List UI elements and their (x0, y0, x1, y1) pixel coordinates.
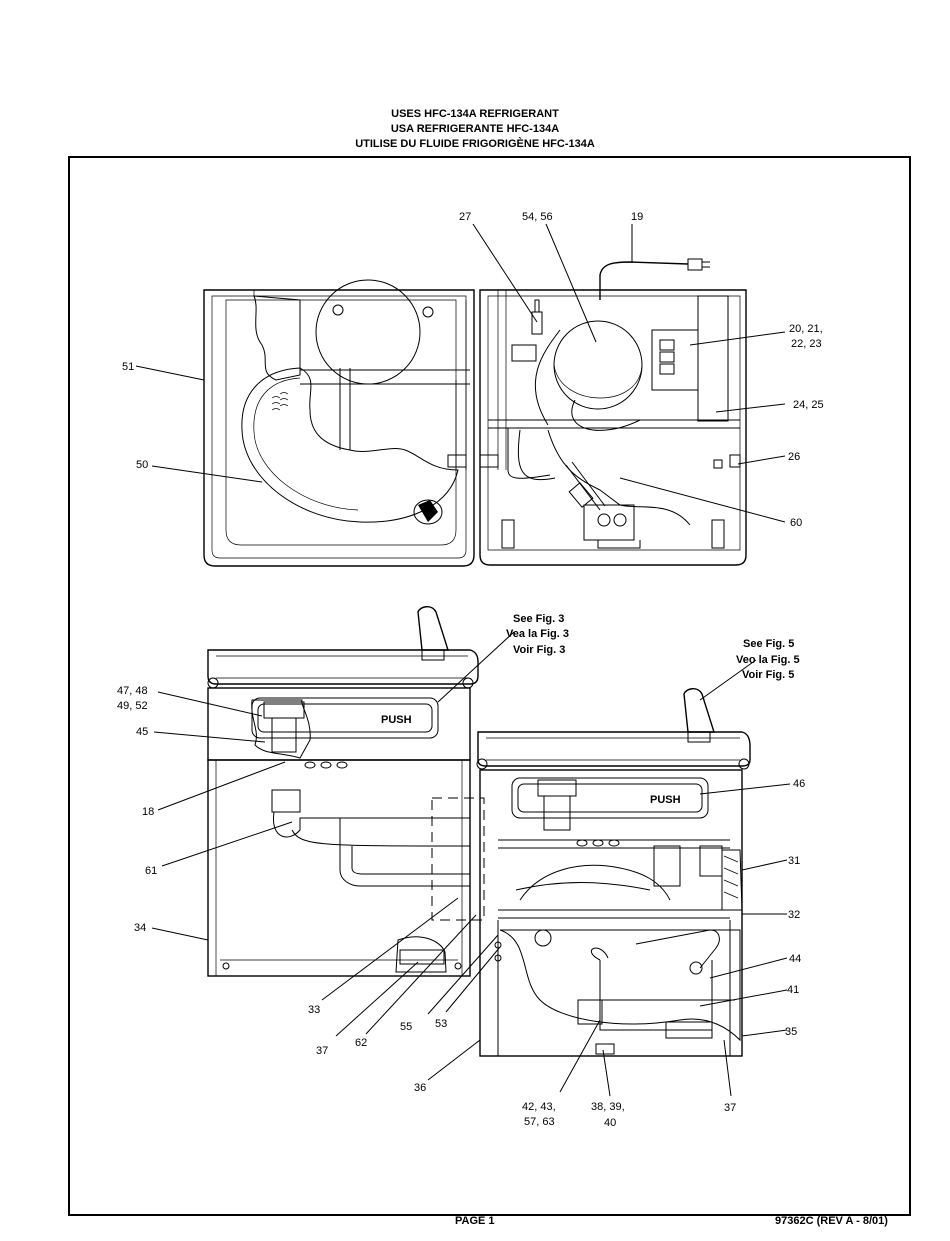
callout-veo-fig5: Veo la Fig. 5 (736, 654, 800, 666)
callout-18: 18 (142, 806, 154, 818)
callout-labels: 27 54, 56 19 20, 21, 22, 23 51 24, 25 26… (117, 211, 824, 1129)
callout-38-39: 38, 39, (591, 1101, 625, 1113)
callout-see-fig5: See Fig. 5 (743, 638, 794, 650)
callout-31: 31 (788, 855, 800, 867)
callout-voir-fig5: Voir Fig. 5 (742, 669, 794, 681)
callout-26: 26 (788, 451, 800, 463)
callout-57-63: 57, 63 (524, 1116, 555, 1128)
front-view-right: PUSH (476, 688, 751, 1057)
callout-voir-fig3: Voir Fig. 3 (513, 644, 565, 656)
drawing-frame (68, 156, 911, 1216)
callout-see-fig3: See Fig. 3 (513, 613, 564, 625)
callout-55: 55 (400, 1021, 412, 1033)
leader-lines (135, 223, 791, 1097)
push-label-right: PUSH (650, 794, 681, 806)
callout-24-25: 24, 25 (793, 399, 824, 411)
callout-34: 34 (134, 922, 146, 934)
callout-53: 53 (435, 1018, 447, 1030)
callout-37-right: 37 (724, 1102, 736, 1114)
callout-37-left: 37 (316, 1045, 328, 1057)
callout-45: 45 (136, 726, 148, 738)
callout-36: 36 (414, 1082, 426, 1094)
front-view-left: PUSH (207, 606, 485, 977)
callout-62: 62 (355, 1037, 367, 1049)
header-line-1: USES HFC-134A REFRIGERANT (391, 108, 559, 120)
callout-vea-fig3: Vea la Fig. 3 (506, 628, 569, 640)
callout-32: 32 (788, 909, 800, 921)
callout-22-23: 22, 23 (791, 338, 822, 350)
callout-41: 41 (787, 984, 799, 996)
callout-50: 50 (136, 459, 148, 471)
callout-49-52: 49, 52 (117, 700, 148, 712)
header-line-3: UTILISE DU FLUIDE FRIGORIGÈNE HFC-134A (355, 138, 595, 150)
header-line-2: USA REFRIGERANTE HFC-134A (390, 123, 560, 135)
callout-51: 51 (122, 361, 134, 373)
callout-44: 44 (789, 953, 801, 965)
callout-33: 33 (308, 1004, 320, 1016)
callout-60: 60 (790, 517, 802, 529)
callout-54-56: 54, 56 (522, 211, 553, 223)
top-view (203, 258, 747, 567)
callout-19: 19 (631, 211, 643, 223)
callout-27: 27 (459, 211, 471, 223)
callout-61: 61 (145, 865, 157, 877)
callout-46: 46 (793, 778, 805, 790)
callout-47-48: 47, 48 (117, 685, 148, 697)
page-number: PAGE 1 (455, 1215, 495, 1227)
callout-35: 35 (785, 1026, 797, 1038)
document-number: 97362C (REV A - 8/01) (775, 1215, 888, 1227)
callout-40: 40 (604, 1117, 616, 1129)
push-label-left: PUSH (381, 714, 412, 726)
callout-42-43: 42, 43, (522, 1101, 556, 1113)
callout-20-21: 20, 21, (789, 323, 823, 335)
